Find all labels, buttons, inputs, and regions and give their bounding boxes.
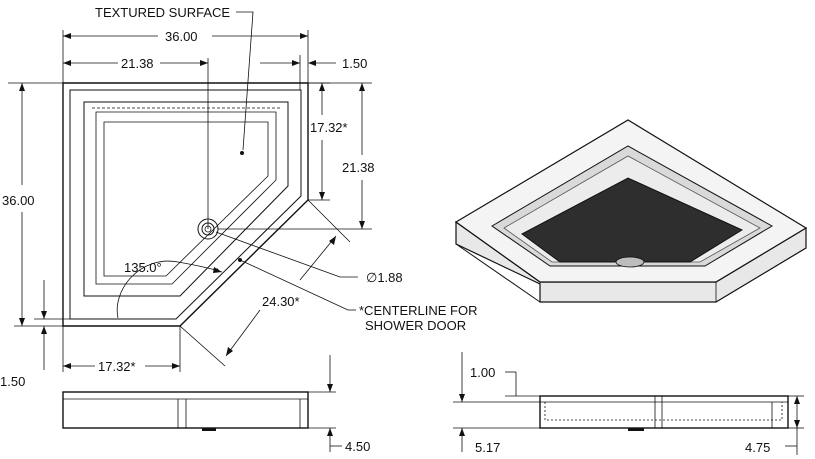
angle-label: 135.0° bbox=[124, 260, 162, 275]
bottom-face-label: 17.32* bbox=[98, 359, 136, 374]
width-overall-label: 36.00 bbox=[165, 29, 198, 44]
dim-side-height: 4.75 bbox=[745, 395, 804, 455]
dim-side-offset: 5.17 bbox=[453, 352, 540, 455]
dim-bottom-face: 17.32* bbox=[62, 326, 181, 374]
centerline-callout: *CENTERLINE FOR SHOWER DOOR bbox=[239, 259, 477, 333]
centerline-label-line1: *CENTERLINE FOR bbox=[359, 303, 477, 318]
top-view bbox=[62, 82, 309, 327]
side-offset-label: 5.17 bbox=[475, 440, 500, 455]
dim-right-run: 21.38 bbox=[218, 82, 375, 230]
dim-width-overall: 36.00 bbox=[62, 29, 309, 83]
top-right-offset-label: 1.50 bbox=[342, 56, 367, 71]
front-height-label: 4.50 bbox=[345, 439, 370, 454]
top-left-run-label: 21.38 bbox=[121, 56, 154, 71]
textured-surface-callout: TEXTURED SURFACE bbox=[95, 5, 254, 151]
front-view bbox=[62, 391, 309, 431]
height-overall-label: 36.00 bbox=[2, 193, 35, 208]
dim-angle: 135.0° bbox=[116, 260, 223, 319]
dim-door-width: 24.30* bbox=[179, 199, 351, 367]
iso-drain bbox=[615, 256, 645, 268]
bottom-left-offset-label: 1.50 bbox=[0, 374, 25, 389]
dim-drain-diameter: ∅1.88 bbox=[215, 231, 403, 285]
isometric-view bbox=[454, 119, 808, 303]
textured-surface-label: TEXTURED SURFACE bbox=[95, 5, 230, 20]
dim-side-top: 1.00 bbox=[470, 365, 540, 397]
side-top-label: 1.00 bbox=[470, 365, 495, 380]
centerline-label-line2: SHOWER DOOR bbox=[365, 318, 466, 333]
dim-right-face: 17.32* bbox=[308, 82, 348, 201]
drain-diameter-label: ∅1.88 bbox=[366, 270, 403, 285]
right-run-label: 21.38 bbox=[342, 160, 375, 175]
dim-bottom-left-offset: 1.50 bbox=[0, 280, 70, 389]
door-width-label: 24.30* bbox=[262, 294, 300, 309]
side-view bbox=[539, 395, 789, 431]
right-face-label: 17.32* bbox=[310, 120, 348, 135]
dim-front-height: 4.50 bbox=[308, 355, 370, 454]
side-height-label: 4.75 bbox=[745, 440, 770, 455]
dim-height-overall: 36.00 bbox=[2, 82, 63, 327]
dim-top-left-run: 21.38 bbox=[63, 56, 209, 229]
dim-top-right-offset: 1.50 bbox=[260, 55, 367, 90]
